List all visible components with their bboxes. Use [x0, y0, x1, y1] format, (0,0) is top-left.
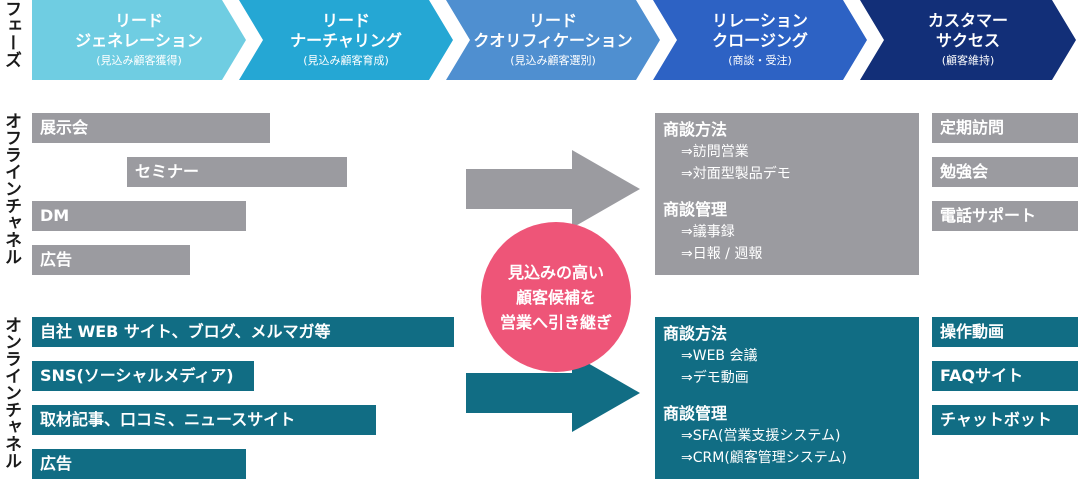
- offline-channel-label: オフラインチャネル: [1, 112, 21, 265]
- phase-title: ナーチャリング: [290, 31, 402, 50]
- phase-title: カスタマー: [927, 11, 1008, 30]
- meeting-method-title: 商談方法: [663, 120, 728, 139]
- phase-subtitle: (見込み顧客育成): [303, 54, 389, 67]
- online-flow-arrow-icon: [466, 354, 640, 432]
- phase-title: ジェネレーション: [75, 31, 203, 50]
- online-channel-label: オンラインチャネル: [1, 316, 21, 469]
- online-channel-sns: SNS(ソーシャルメディア): [32, 361, 254, 391]
- meeting-method-item: ⇒デモ動画: [681, 370, 749, 386]
- offline-channel-dm: DM: [32, 201, 246, 231]
- offline-channel-exhibition: 展示会: [32, 113, 270, 143]
- sales-handoff-badge: 見込みの高い 顧客候補を 営業へ引き継ぎ: [481, 222, 631, 372]
- offline-success-phone-support: 電話サポート: [932, 201, 1078, 231]
- phase-title: サクセス: [935, 31, 1000, 50]
- online-channel-own-web: 自社 WEB サイト、ブログ、メルマガ等: [32, 317, 454, 347]
- online-success-operation-video: 操作動画: [932, 317, 1078, 347]
- online-channel-ad: 広告: [32, 449, 246, 479]
- offline-success-regular-visit: 定期訪問: [932, 113, 1078, 143]
- meeting-management-item: ⇒SFA(営業支援システム): [681, 428, 841, 444]
- handoff-text: 見込みの高い: [507, 262, 604, 282]
- online-closing-box: 商談方法 ⇒WEB 会議 ⇒デモ動画 商談管理 ⇒SFA(営業支援システム) ⇒…: [655, 317, 919, 479]
- handoff-text: 営業へ引き継ぎ: [499, 312, 612, 332]
- meeting-method-item: ⇒対面型製品デモ: [681, 166, 791, 182]
- phase-lead-generation: リード ジェネレーション (見込み顧客獲得): [32, 0, 246, 80]
- meeting-method-item: ⇒WEB 会議: [681, 348, 758, 364]
- phase-title: リード: [114, 11, 163, 30]
- phase-subtitle: (顧客維持): [941, 54, 995, 67]
- online-success-faq-site: FAQサイト: [932, 361, 1078, 391]
- meeting-management-item: ⇒日報 / 週報: [681, 246, 763, 262]
- phase-title: リレーション: [712, 11, 808, 30]
- phase-customer-success: カスタマー サクセス (顧客維持): [860, 0, 1076, 80]
- meeting-management-item: ⇒CRM(顧客管理システム): [681, 450, 847, 466]
- offline-closing-box: 商談方法 ⇒訪問営業 ⇒対面型製品デモ 商談管理 ⇒議事録 ⇒日報 / 週報: [655, 113, 919, 275]
- meeting-method-title: 商談方法: [663, 324, 728, 343]
- phase-title: リード: [321, 11, 370, 30]
- online-success-chatbot: チャットボット: [932, 405, 1078, 435]
- offline-channel-seminar: セミナー: [127, 157, 347, 187]
- phase-title: リード: [528, 11, 577, 30]
- handoff-text: 顧客候補を: [515, 287, 596, 307]
- meeting-management-title: 商談管理: [663, 200, 728, 219]
- phase-lead-qualification: リード クオリフィケーション (見込み顧客選別): [446, 0, 660, 80]
- phase-title: クロージング: [712, 31, 808, 50]
- phase-subtitle: (商談・受注): [728, 54, 792, 67]
- phase-lead-nurturing: リード ナーチャリング (見込み顧客育成): [239, 0, 453, 80]
- phase-row-label: フェーズ: [1, 0, 21, 68]
- phase-title: クオリフィケーション: [473, 31, 633, 50]
- meeting-management-title: 商談管理: [663, 404, 728, 423]
- meeting-management-item: ⇒議事録: [681, 224, 735, 240]
- online-channel-articles: 取材記事、口コミ、ニュースサイト: [32, 405, 376, 435]
- phase-subtitle: (見込み顧客獲得): [96, 54, 182, 67]
- meeting-method-item: ⇒訪問営業: [681, 144, 749, 160]
- offline-channel-ad: 広告: [32, 245, 190, 275]
- offline-flow-arrow-icon: [466, 150, 640, 228]
- offline-success-study-session: 勉強会: [932, 157, 1078, 187]
- phase-subtitle: (見込み顧客選別): [510, 54, 596, 67]
- phase-relation-closing: リレーション クロージング (商談・受注): [653, 0, 867, 80]
